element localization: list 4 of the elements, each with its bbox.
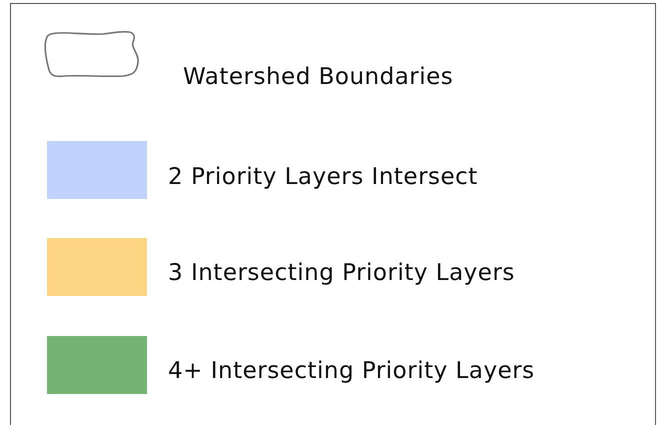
legend-label: 3 Intersecting Priority Layers <box>168 260 515 286</box>
legend-label: 2 Priority Layers Intersect <box>168 164 478 190</box>
legend-label: Watershed Boundaries <box>183 64 454 90</box>
legend-label: 4+ Intersecting Priority Layers <box>168 358 535 384</box>
